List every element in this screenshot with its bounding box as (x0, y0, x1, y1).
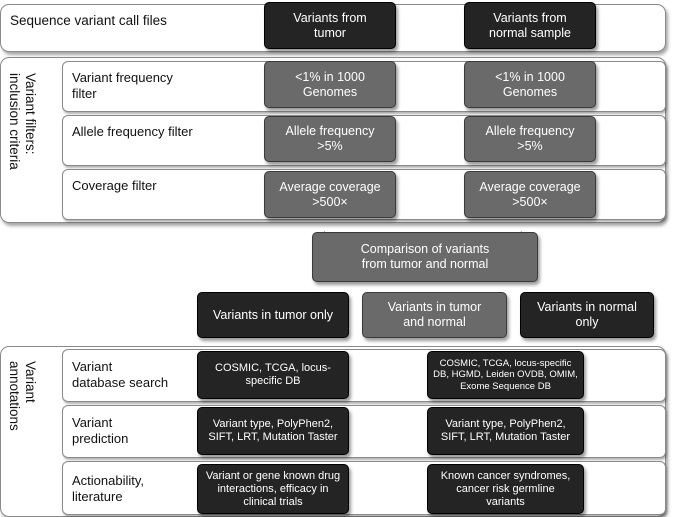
box-line: >5% (517, 139, 543, 153)
filters-vertical-line2: inclusion criteria (7, 73, 22, 170)
box-line: only (575, 315, 599, 329)
box-line: cancer risk germline (456, 482, 555, 495)
box-line: Exome Sequence DB (460, 380, 551, 392)
filters-vertical-label: Variant filters: inclusion criteria (6, 73, 38, 170)
call-files-title: Sequence variant call files (10, 13, 170, 29)
box-line: SIFT, LRT, Mutation Taster (440, 431, 571, 443)
annotations-vertical-label: Variant annotations (6, 361, 38, 431)
tumor-allele-filter-box: Allele frequency>5% (264, 116, 396, 162)
box-line: Known cancer syndromes, (440, 469, 571, 482)
box-line: DB, HGMD, Leiden OVDB, OMIM, (433, 369, 578, 381)
box-line: Average coverage (479, 179, 581, 194)
box-line: Variants in normal (537, 300, 637, 314)
box-line: SIFT, LRT, Mutation Taster (208, 431, 338, 443)
filter-row-label: Coverage filter (72, 178, 157, 194)
box-line: Genomes (302, 84, 358, 99)
box-line: >500× (512, 194, 548, 209)
filter-row-label-line1: Coverage filter (72, 178, 157, 193)
box-line: Comparison of variants (360, 242, 490, 256)
annotation-row-label: Variant prediction (72, 415, 128, 447)
filter-row-label-line1: Variant frequency (72, 70, 173, 85)
box-line: COSMIC, TCGA, locus- (215, 362, 331, 374)
box-line: tumor (314, 25, 346, 40)
annotations-vertical-line2: annotations (7, 361, 22, 431)
box-line: Variants from (493, 10, 567, 25)
box-line: Allele frequency (485, 124, 575, 138)
annotation-row-label: Actionability, literature (72, 473, 144, 505)
normal-coverage-filter-box: Average coverage>500× (464, 171, 596, 218)
box-line: <1% in 1000 (295, 69, 365, 84)
tumor-database-box: COSMIC, TCGA, locus-specific DB (197, 351, 349, 399)
box-line: Genomes (502, 84, 558, 99)
box-line: Variants in tumor only (213, 307, 333, 322)
normal-prediction-box: Variant type, PolyPhen2,SIFT, LRT, Mutat… (427, 407, 584, 455)
box-line: COSMIC, TCGA, locus-specific (439, 357, 572, 369)
normal-allele-filter-box: Allele frequency>5% (464, 116, 596, 162)
box-line: normal sample (489, 25, 571, 40)
annotation-row-label-line1: Variant (72, 359, 113, 374)
annotation-row-label: Variant database search (72, 359, 168, 391)
box-line: Variants in tumor (387, 300, 482, 314)
box-line: <1% in 1000 (495, 69, 565, 84)
filters-vertical-line1: Variant filters: (23, 73, 38, 155)
annotation-row-label-line1: Variant (72, 415, 113, 430)
box-line: specific DB (245, 375, 301, 387)
box-line: variants (486, 495, 525, 508)
normal-actionability-box: Known cancer syndromes,cancer risk germl… (427, 464, 584, 514)
filter-row-label-line2: filter (72, 86, 97, 101)
box-line: Average coverage (279, 179, 381, 194)
box-line: clinical trials (243, 495, 303, 508)
box-line: Variant type, PolyPhen2, (212, 418, 334, 430)
filter-row-label: Variant frequency filter (72, 70, 173, 102)
box-line: and normal (403, 315, 466, 329)
filter-row-label-line1: Allele frequency filter (72, 124, 193, 139)
call-files-title-text: Sequence variant call files (10, 13, 167, 28)
annotation-row-label-line1: Actionability, (72, 473, 145, 488)
box-line: >5% (317, 139, 343, 153)
box-line: interactions, efficacy in (217, 482, 329, 495)
tumor-prediction-box: Variant type, PolyPhen2,SIFT, LRT, Mutat… (197, 407, 349, 455)
annotation-row-label-line2: database search (72, 375, 169, 390)
box-line: >500× (312, 194, 348, 209)
tumor-coverage-filter-box: Average coverage>500× (264, 171, 396, 218)
box-line: Variant or gene known drug (205, 469, 341, 482)
annotation-row-label-line2: prediction (72, 431, 129, 446)
annotation-row-label-line2: literature (72, 489, 123, 504)
tumor-only-box: Variants in tumor only (197, 292, 349, 338)
box-line: Variant type, PolyPhen2, (445, 418, 566, 430)
box-line: Allele frequency (285, 124, 375, 138)
filter-row-label: Allele frequency filter (72, 124, 193, 140)
annotations-vertical-line1: Variant (23, 361, 38, 403)
box-line: Variants from (293, 10, 367, 25)
box-line: from tumor and normal (361, 257, 489, 271)
